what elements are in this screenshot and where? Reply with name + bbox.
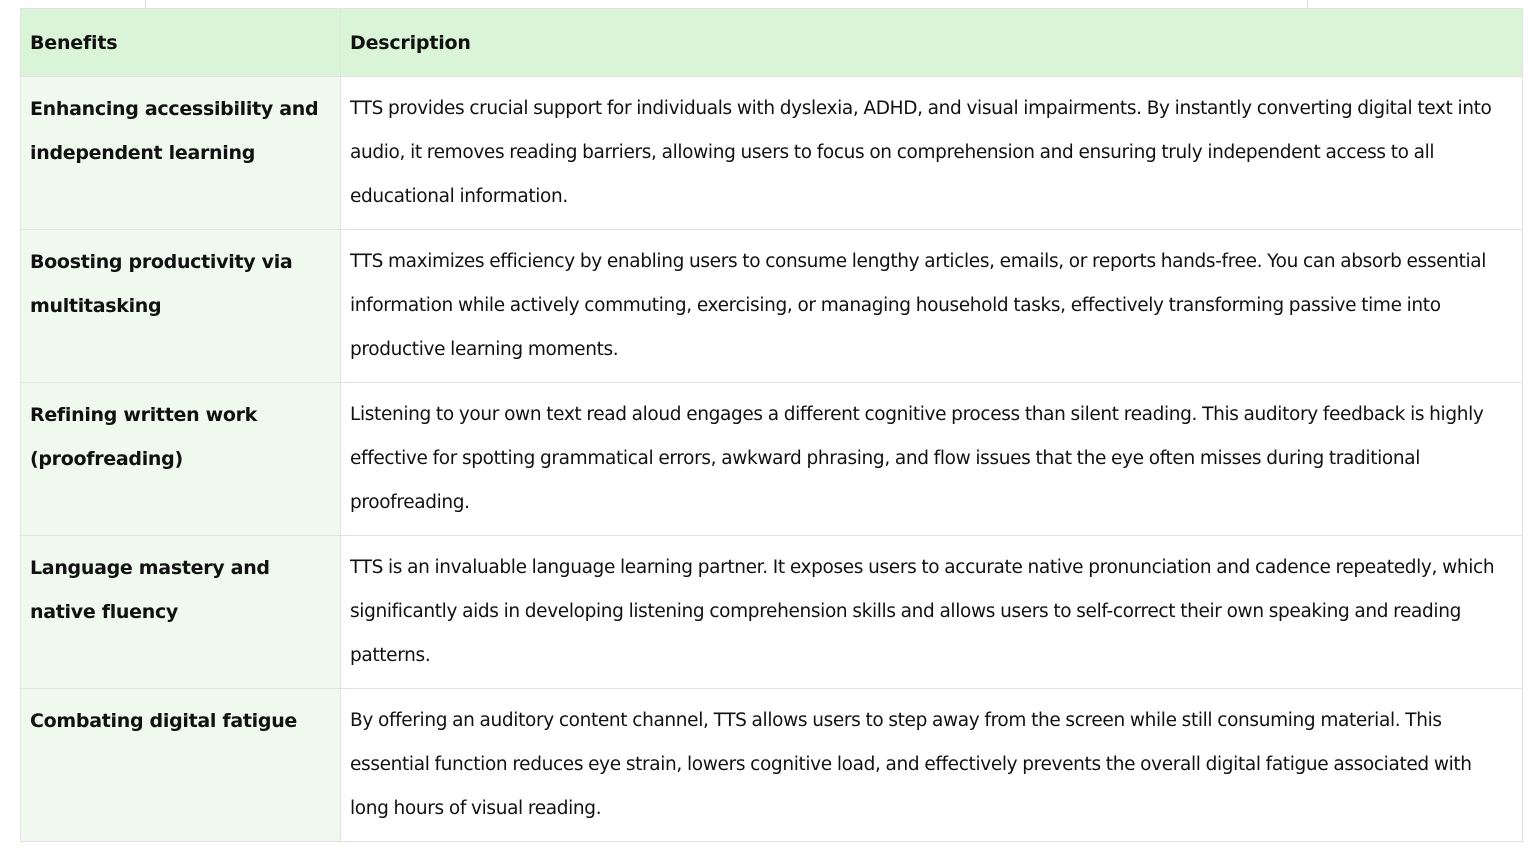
table-row: Combating digital fatigue By offering an… [20, 688, 1523, 842]
top-divider-lines [0, 0, 1536, 8]
description-cell: TTS maximizes efficiency by enabling use… [340, 229, 1523, 383]
header-benefits: Benefits [20, 8, 341, 77]
benefit-cell: Boosting productivity via multitasking [20, 229, 341, 383]
benefit-cell: Combating digital fatigue [20, 688, 341, 842]
table-header: Benefits Description [20, 8, 1523, 77]
benefit-cell: Refining written work (proofreading) [20, 382, 341, 536]
description-cell: TTS is an invaluable language learning p… [340, 535, 1523, 689]
description-cell: Listening to your own text read aloud en… [340, 382, 1523, 536]
description-cell: TTS provides crucial support for individ… [340, 76, 1523, 230]
description-cell: By offering an auditory content channel,… [340, 688, 1523, 842]
table-row: Refining written work (proofreading) Lis… [20, 382, 1523, 536]
header-description: Description [340, 8, 1523, 77]
vertical-divider [145, 0, 146, 8]
header-row: Benefits Description [20, 8, 1523, 77]
benefits-table: Benefits Description Enhancing accessibi… [20, 8, 1523, 842]
table-row: Enhancing accessibility and independent … [20, 76, 1523, 230]
table-row: Language mastery and native fluency TTS … [20, 535, 1523, 689]
table-row: Boosting productivity via multitasking T… [20, 229, 1523, 383]
vertical-divider [1307, 0, 1308, 8]
table-body: Enhancing accessibility and independent … [20, 76, 1523, 842]
benefit-cell: Enhancing accessibility and independent … [20, 76, 341, 230]
benefit-cell: Language mastery and native fluency [20, 535, 341, 689]
